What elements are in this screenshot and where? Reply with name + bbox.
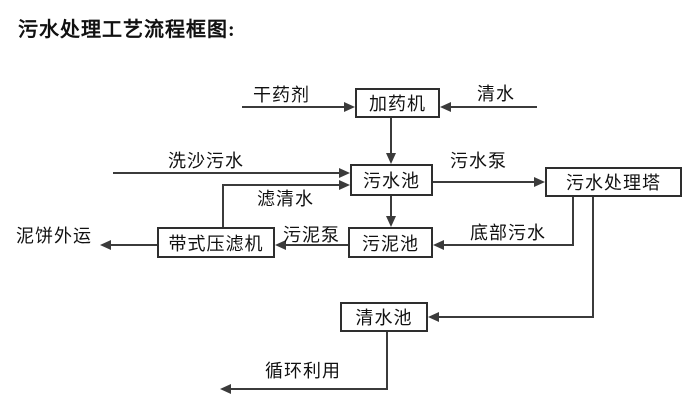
edge-tower-to-clean-arrowhead-icon <box>428 312 439 322</box>
label-filtered-water: 滤清水 <box>257 189 314 209</box>
label-recycling: 循环利用 <box>265 361 341 381</box>
node-treatment-tower: 污水处理塔 <box>545 167 682 197</box>
edge-recycling-line <box>230 388 388 390</box>
edge-sand-washing-line <box>113 172 340 174</box>
edge-sludge-pump-line <box>286 244 348 246</box>
label-dry-chemical: 干药剂 <box>253 85 310 105</box>
edge-sludge-pump-arrowhead-icon <box>275 240 286 250</box>
edge-filtered-water-line <box>222 184 340 186</box>
edge-sewage-pump-arrowhead-icon <box>534 177 545 187</box>
edge-sand-washing-arrowhead-icon <box>339 168 350 178</box>
edge-mud-cake-arrowhead-icon <box>100 240 111 250</box>
label-sludge-pump: 污泥泵 <box>283 225 340 245</box>
edge-dry-chemical-line <box>242 106 345 108</box>
edge-recycling-arrowhead-icon <box>220 384 231 394</box>
node-sewage-pool: 污水池 <box>350 164 433 196</box>
node-clean-water-pool: 清水池 <box>340 302 428 332</box>
edge-filtered-water-arrowhead-icon <box>339 180 350 190</box>
edge-filtered-water-vline <box>222 185 224 227</box>
node-sludge-pool: 污泥池 <box>348 227 433 258</box>
label-sand-washing-sewage: 洗沙污水 <box>168 151 244 171</box>
edge-dry-chemical-arrowhead-icon <box>344 102 355 112</box>
edge-sewage-to-sludge-line <box>390 196 392 217</box>
label-sewage-pump: 污水泵 <box>450 151 507 171</box>
edge-clean-water-arrowhead-icon <box>440 102 451 112</box>
edge-sewage-pump-line <box>433 181 535 183</box>
edge-bottom-sewage-vline <box>572 197 574 246</box>
label-mud-cake-out: 泥饼外运 <box>16 226 92 246</box>
edge-recycling-vline <box>386 332 388 390</box>
node-belt-filter-press: 带式压滤机 <box>157 227 275 258</box>
label-clean-water: 清水 <box>477 84 515 104</box>
node-dosing-machine: 加药机 <box>355 88 440 118</box>
page-title: 污水处理工艺流程框图: <box>18 19 236 41</box>
edge-bottom-sewage-line <box>443 244 574 246</box>
edge-clean-water-line <box>450 106 537 108</box>
label-bottom-sewage: 底部污水 <box>470 223 546 243</box>
edge-sewage-to-sludge-arrowhead-icon <box>386 216 396 227</box>
edge-tower-to-clean-vline <box>592 197 594 318</box>
edge-dosing-to-sewage-arrowhead-icon <box>386 153 396 164</box>
edge-mud-cake-line <box>111 244 157 246</box>
edge-bottom-sewage-arrowhead-icon <box>433 240 444 250</box>
edge-tower-to-clean-line <box>438 316 594 318</box>
edge-dosing-to-sewage-line <box>390 118 392 154</box>
